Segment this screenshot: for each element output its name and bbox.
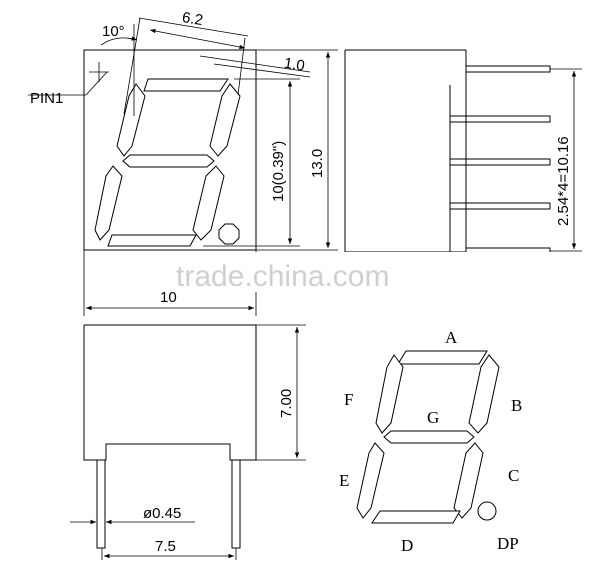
front-segment-g	[122, 154, 215, 168]
side-pin-2	[449, 115, 551, 123]
front-digit	[94, 78, 241, 247]
depth-label: 7.00	[278, 389, 295, 418]
seg-offset-label: 1.0	[283, 55, 306, 75]
bottom-pin-left	[96, 459, 106, 549]
angle-arc	[100, 36, 138, 46]
layout-segment-e	[356, 442, 385, 519]
front-segment-e	[94, 165, 123, 241]
label-segment-dp: DP	[497, 534, 519, 553]
digit-width-dim-line	[149, 28, 246, 50]
front-segment-c	[192, 165, 225, 241]
front-segment-d	[107, 234, 197, 247]
width-label: 10	[160, 289, 177, 306]
front-segment-a	[143, 78, 229, 92]
seg-offset-dim-line-top	[199, 55, 311, 73]
watermark-band	[90, 252, 590, 292]
layout-segment-dp	[477, 501, 497, 521]
front-segment-b	[209, 83, 241, 157]
layout-segment-c	[453, 442, 484, 519]
side-pin-3	[449, 158, 551, 166]
layout-segment-f	[375, 354, 404, 434]
pin1-label: PIN1	[30, 90, 63, 107]
front-body-outline	[83, 49, 257, 251]
char-height-label: 10(0.39")	[270, 141, 287, 202]
label-segment-g: G	[427, 408, 439, 427]
label-segment-a: A	[445, 328, 458, 347]
angle-slant-line	[123, 17, 141, 115]
label-segment-f: F	[344, 390, 353, 409]
layout-segment-a	[397, 350, 488, 365]
front-segment-f	[116, 83, 146, 157]
bottom-body-outline	[83, 324, 257, 461]
layout-segment-g	[383, 430, 475, 444]
digit-width-right-ext	[237, 37, 246, 96]
side-pin-4	[449, 202, 551, 210]
pitch-label: 2.54*4=10.16	[555, 136, 572, 226]
pin1-leader	[85, 71, 108, 96]
seg-offset-dim-line-bottom	[213, 63, 311, 78]
layout-segment-b	[468, 354, 500, 434]
label-segment-c: C	[508, 466, 519, 485]
layout-segment-d	[371, 510, 461, 524]
segment-layout: A B C D E F G DP	[339, 328, 522, 555]
pin-dia-label: ø0.45	[143, 505, 181, 522]
front-segment-dp	[218, 223, 240, 245]
digit-width-label: 6.2	[181, 9, 204, 29]
bottom-pin-right	[231, 459, 241, 549]
spacing-label: 7.5	[155, 538, 176, 555]
bottom-view: 7.00 ø0.45 7.5	[70, 324, 306, 560]
angle-label: 10°	[102, 23, 125, 40]
side-view: 2.54*4=10.16	[344, 49, 582, 255]
front-view: 10° 6.2 1.0 PIN1 10(0.39") 13.0 10	[28, 9, 338, 316]
label-segment-b: B	[511, 396, 522, 415]
watermark-text: trade.china.com	[176, 260, 389, 293]
height-label: 13.0	[309, 149, 326, 178]
label-segment-e: E	[339, 471, 349, 490]
label-segment-d: D	[401, 536, 413, 555]
side-pin-1	[465, 65, 551, 73]
